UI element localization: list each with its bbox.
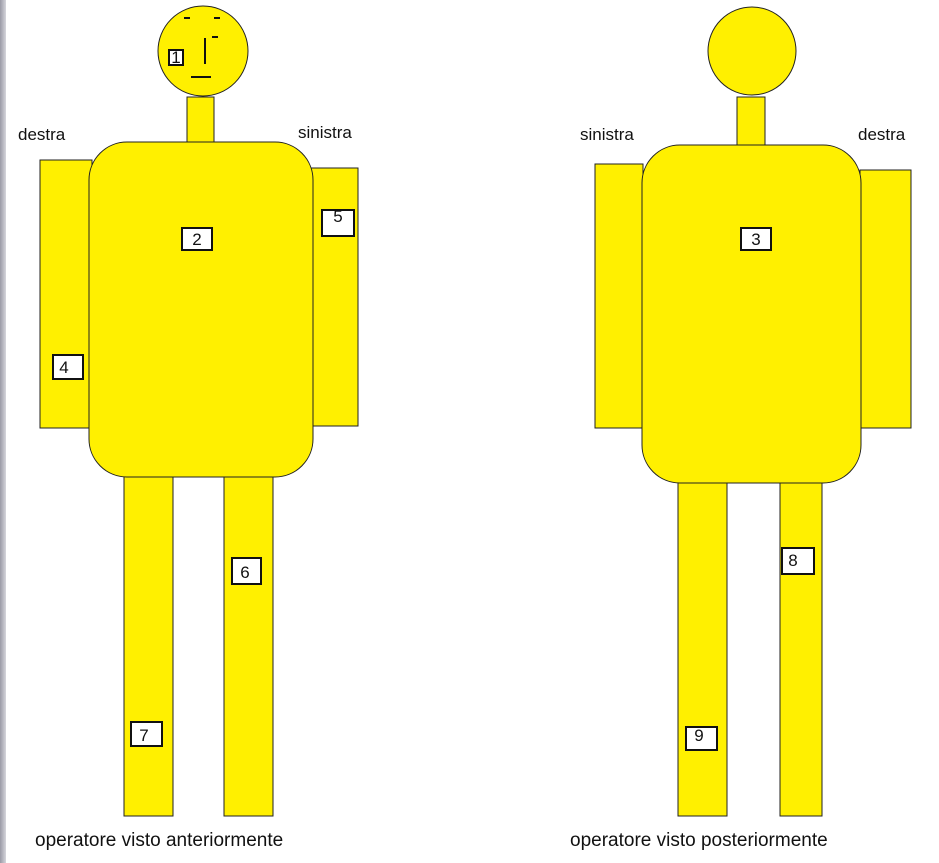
front-torso [89,142,313,477]
back-left-arm [860,170,911,428]
marker-5: 5 [322,207,354,236]
front-label-sinistra: sinistra [298,123,352,142]
marker-4-label: 4 [59,358,68,377]
marker-9: 9 [686,726,717,750]
marker-9-label: 9 [694,726,703,745]
back-head [708,7,796,95]
back-caption: operatore visto posteriormente [570,830,828,851]
marker-1: 1 [169,48,183,67]
marker-3: 3 [741,228,771,250]
marker-7-label: 7 [139,726,148,745]
front-right-leg [124,470,173,816]
back-right-arm [595,164,643,428]
back-label-sinistra: sinistra [580,125,634,144]
marker-8: 8 [782,548,814,574]
front-left-leg [224,470,273,816]
back-label-destra: destra [858,125,906,144]
back-figure: 3 8 9 sinistra destra operatore visto po… [570,7,911,851]
marker-6-label: 6 [240,563,249,582]
back-torso [642,145,861,483]
back-right-leg [678,472,727,816]
marker-2-label: 2 [192,230,201,249]
front-right-arm [40,160,92,428]
marker-4: 4 [53,355,83,379]
marker-2: 2 [182,228,212,250]
marker-7: 7 [131,722,162,746]
back-left-leg [780,472,822,816]
marker-3-label: 3 [751,230,760,249]
marker-6: 6 [232,558,261,584]
front-neck [187,97,214,142]
marker-5-label: 5 [333,207,342,226]
back-neck [737,97,765,147]
marker-1-label: 1 [171,48,180,67]
front-label-destra: destra [18,125,66,144]
front-caption: operatore visto anteriormente [35,830,283,851]
front-figure: 1 2 4 5 6 7 destra sinistra operatore vi… [18,6,358,851]
marker-8-label: 8 [788,551,797,570]
